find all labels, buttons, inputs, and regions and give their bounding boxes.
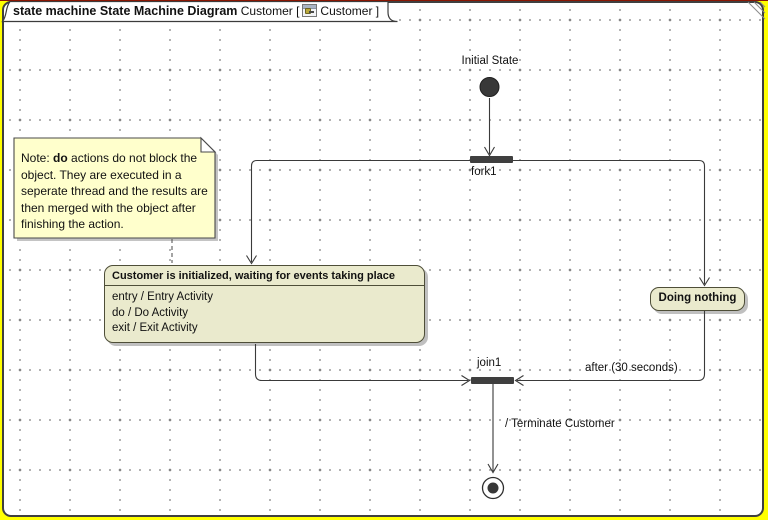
- page-curl-decoration: [747, 1, 766, 20]
- join-bar[interactable]: [471, 377, 514, 384]
- state-activity-do: do / Do Activity: [112, 306, 189, 319]
- state-machine-diagram-icon: [302, 4, 318, 17]
- initial-state-node[interactable]: [479, 77, 500, 97]
- final-state-node[interactable]: [481, 476, 505, 500]
- note-fold-corner: [200, 136, 217, 153]
- diagram-kind-title: state machine State Machine Diagram: [13, 4, 238, 18]
- state-activity-entry: entry / Entry Activity: [112, 291, 213, 303]
- state-activity-exit: exit / Exit Activity: [112, 322, 198, 334]
- transition-customer-to-join[interactable]: [254, 344, 471, 386]
- transition-doing-nothing-to-join[interactable]: [514, 311, 706, 386]
- window-top-edge: [0, 0, 768, 1]
- diagram-context-open: Customer [: [240, 4, 300, 18]
- diagram-tab-title[interactable]: state machine State Machine Diagram Cust…: [13, 4, 379, 18]
- state-customer-initialized[interactable]: Customer is initialized, waiting for eve…: [104, 265, 425, 343]
- transition-fork-to-doing-nothing[interactable]: [513, 159, 710, 287]
- state-title: Customer is initialized, waiting for eve…: [105, 266, 424, 286]
- diagram-context-close: Customer ]: [320, 4, 380, 18]
- transition-join-to-final[interactable]: [487, 384, 499, 474]
- fork-bar[interactable]: [470, 156, 513, 163]
- note[interactable]: [13, 136, 218, 241]
- state-doing-nothing[interactable]: Doing nothing: [650, 287, 745, 311]
- diagram-name-tab[interactable]: [1, 0, 398, 23]
- transition-fork-to-customer[interactable]: [246, 159, 471, 265]
- note-text: Note: do actions do not block the object…: [21, 151, 208, 231]
- transition-initial-to-fork[interactable]: [484, 98, 495, 157]
